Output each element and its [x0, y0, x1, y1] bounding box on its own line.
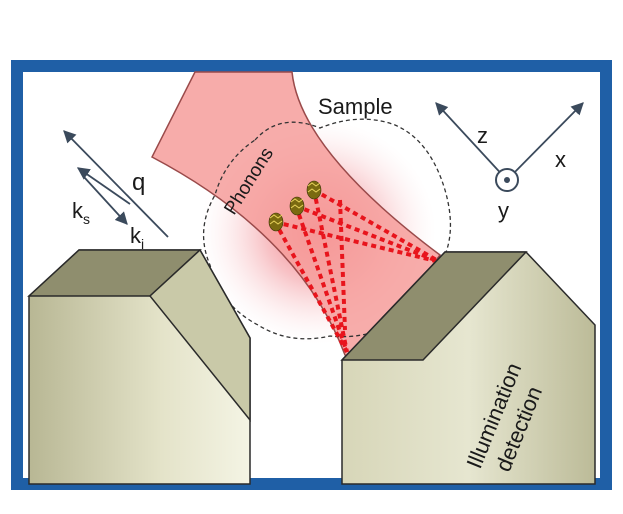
coordinate-axes	[435, 102, 584, 181]
q-label: q	[132, 169, 145, 196]
laser-beam	[150, 71, 442, 367]
right-objective	[340, 251, 596, 485]
left-objective	[27, 248, 251, 485]
scattering-paths	[273, 188, 441, 353]
axis-dot	[504, 177, 510, 183]
ks-label: ks	[72, 198, 90, 227]
ki-label: ki	[130, 223, 144, 252]
wave-vector-arrows	[63, 130, 169, 238]
sample-label: Sample	[318, 94, 393, 119]
axis-x-label: x	[555, 147, 566, 172]
axis-z-label: z	[477, 123, 488, 148]
axis-y-label: y	[498, 198, 509, 223]
